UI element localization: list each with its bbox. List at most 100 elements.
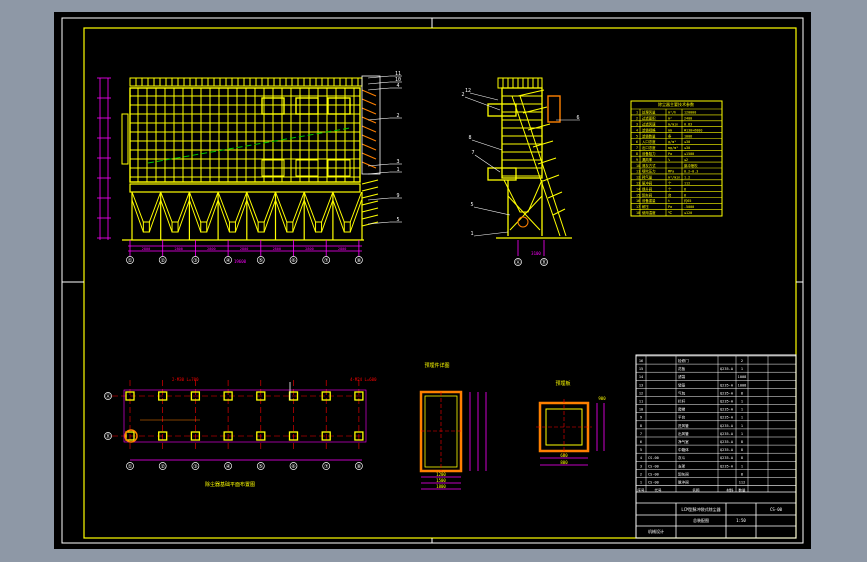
lower-stair (361, 186, 379, 192)
lower-stair (361, 200, 379, 206)
bom-cell: 1 (741, 464, 743, 468)
footing-pad (354, 431, 364, 441)
param-cell: 0.2~0.3 (684, 170, 698, 174)
param-cell: 15 (636, 193, 640, 197)
stair-tread (361, 152, 377, 160)
side-callout: 2 (461, 92, 464, 98)
side-callout: 5 (470, 202, 473, 208)
discharge-valve (171, 221, 179, 233)
param-cell: 16 (636, 199, 640, 203)
leader-line (367, 81, 391, 85)
bom-cell: 脉冲阀 (678, 480, 689, 485)
bay-dim: 2800 (174, 247, 182, 251)
callout-label: 4 (396, 83, 399, 89)
side-inlet (487, 167, 517, 181)
bom-cell: 10 (639, 408, 643, 412)
param-cell: 8 (636, 152, 638, 156)
footing-pad (125, 431, 135, 441)
bom-cell: 3 (640, 464, 642, 468)
side-stair (542, 174, 560, 182)
param-cell: 17 (636, 205, 640, 209)
stair-tread (361, 143, 377, 151)
brace (177, 199, 190, 233)
side-stair (527, 123, 551, 131)
param-cell: 滤袋规格 (642, 127, 656, 132)
bom-cell: 4 (640, 456, 642, 460)
stair-tread (361, 107, 377, 115)
param-cell: 1 (636, 111, 638, 115)
airflow-line (147, 127, 351, 164)
parameter-table-title: 除尘器主要技术参数 (658, 101, 694, 107)
bom-cell: Q235-A (720, 367, 734, 371)
param-cell: m² (668, 117, 672, 121)
leader-line (367, 197, 391, 201)
bom-header-cell: 序号 (637, 488, 645, 493)
bom-cell: 11 (639, 400, 643, 404)
bom-cell: 1 (640, 481, 642, 485)
param-cell: 18 (636, 211, 640, 215)
hopper-band (129, 183, 361, 193)
axis-bubble (256, 256, 265, 264)
axis-label: ② (160, 258, 165, 264)
param-cell: 台 (668, 192, 672, 197)
footing-pad (256, 391, 266, 401)
param-cell: 条 (668, 133, 672, 138)
discharge-valve (142, 221, 150, 233)
plan-col-bubble (224, 462, 232, 470)
bom-cell: 中箱体 (678, 447, 689, 452)
param-cell: Φ130×6000 (684, 128, 702, 132)
param-cell: 1008 (684, 134, 692, 138)
plan-col-bubble (322, 462, 331, 470)
side-leader (469, 92, 499, 101)
side-leader (473, 206, 511, 216)
bom-cell: 13 (639, 383, 643, 387)
callout-label: 1 (396, 167, 399, 173)
brace (303, 199, 317, 233)
detail-a: 预埋件详图 1200 1500 1800 (419, 362, 487, 490)
title-drawing-name: LCM型脉冲袋式除尘器 (681, 506, 720, 512)
brace (206, 199, 219, 233)
param-cell: 卸灰阀 (642, 192, 653, 197)
bay-dim: 2800 (207, 247, 215, 251)
side-callout: 1 (470, 231, 473, 237)
brace (188, 199, 202, 233)
inlet-box (295, 159, 319, 177)
bom-cell: 平台 (678, 415, 686, 420)
brace (234, 199, 248, 233)
plan-col-bubble (126, 462, 134, 470)
bom-cell: Q235-A (720, 456, 734, 460)
bom-cell: 5 (640, 448, 642, 452)
brace (332, 199, 345, 233)
inlet-box (327, 159, 351, 177)
param-cell: MPa (668, 170, 674, 174)
detail-b-dim-3: 900 (598, 396, 606, 401)
bay-dim: 2800 (305, 247, 313, 251)
axis-bubble (322, 256, 331, 264)
param-cell: 脉冲喷吹 (684, 163, 698, 168)
param-cell: 处理风量 (642, 110, 656, 115)
discharge-valve (257, 221, 265, 233)
brace (275, 199, 288, 233)
bom-cell: Q235-A (720, 416, 734, 420)
bom-cell: 1008 (738, 383, 747, 387)
side-stair (517, 89, 545, 97)
lower-stair (361, 207, 379, 213)
left-ladder (121, 113, 129, 165)
bom-cell: 8 (741, 440, 743, 444)
plan-col-label: ① (128, 464, 133, 470)
param-cell: 设备阻力 (642, 151, 656, 156)
plan-col-label: ④ (226, 464, 231, 470)
side-leader (464, 96, 501, 111)
axis-label: ⑤ (259, 258, 264, 264)
bom-cell: 8 (741, 472, 743, 476)
bom-cell: 8 (741, 448, 743, 452)
side-leader (474, 154, 501, 173)
stair-tread (361, 125, 377, 133)
param-cell: 过滤面积 (642, 116, 656, 121)
side-casing (501, 87, 543, 179)
